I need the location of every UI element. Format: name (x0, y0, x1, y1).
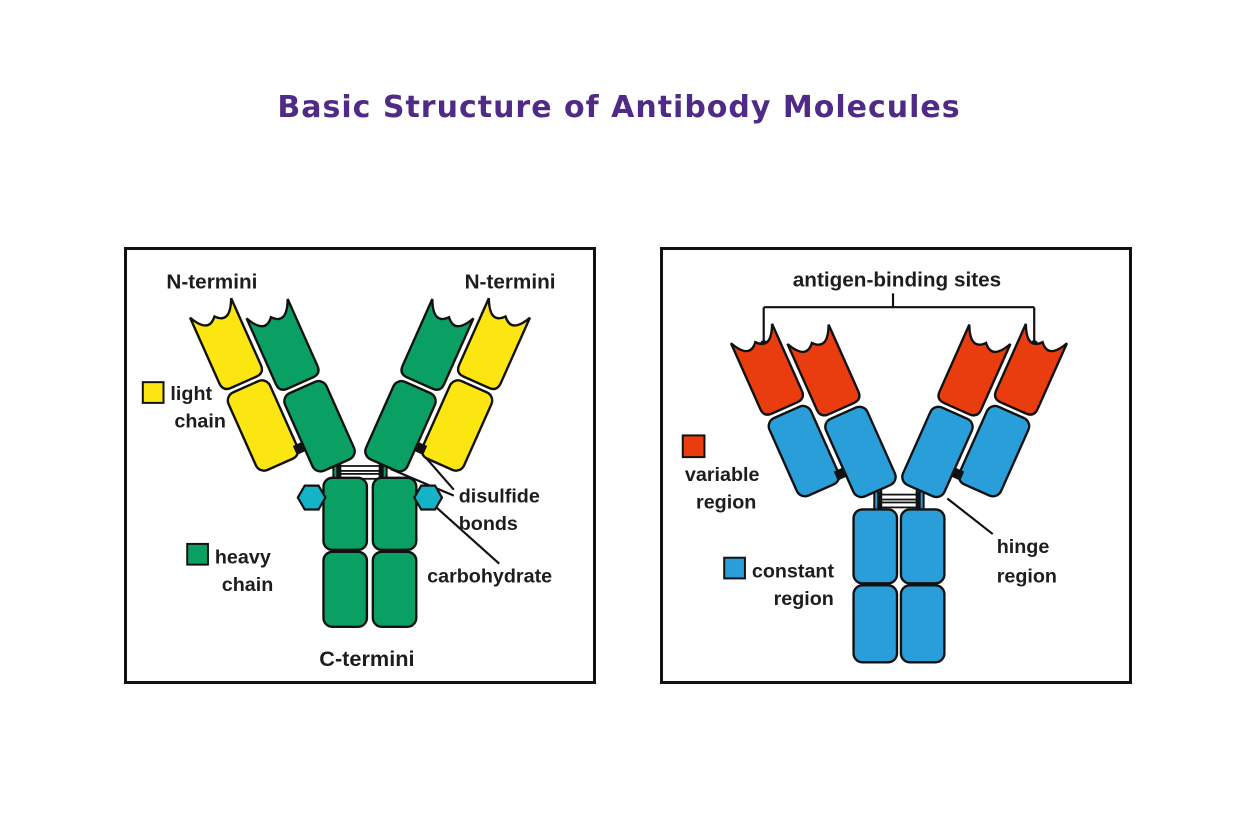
carbohydrate-hexagon-right (413, 484, 444, 511)
disulfide-bond-rail (880, 501, 918, 509)
carbohydrate-hexagon-left (296, 484, 327, 511)
constant-region-label-line1: constant (752, 560, 835, 582)
light-chain-label-line2: chain (174, 411, 226, 433)
disulfide-bond-rail (339, 465, 381, 472)
disulfide-cap (877, 491, 883, 510)
hinge-region-label-line1: hinge (997, 536, 1050, 558)
heavy-chain-label-line2: chain (222, 574, 274, 596)
chains-panel: N-termini N-termini light chain heavy ch… (124, 247, 596, 684)
carbohydrate-leader-line (432, 503, 500, 565)
constant-stem-domain (899, 584, 946, 664)
disulfide-bond-rail (880, 493, 918, 501)
chains-diagram: N-termini N-termini light chain heavy ch… (141, 270, 556, 671)
disulfide-bonds-label-line1: disulfide (459, 485, 540, 507)
hinge-region-label-line2: region (997, 565, 1057, 587)
constant-region-label-line2: region (774, 588, 834, 610)
n-termini-label-left: N-termini (166, 270, 257, 293)
disulfide-leader-line (390, 467, 455, 497)
variable-region-label-line1: variable (685, 464, 760, 486)
heavy-stem-domain (322, 550, 369, 628)
heavy-stem-domain (371, 476, 418, 552)
heavy-chain-swatch (186, 542, 209, 566)
light-heavy-disulfide-right (413, 441, 428, 455)
heavy-chain-label-line1: heavy (215, 547, 271, 569)
regions-panel: antigen-binding sites variable region co… (660, 247, 1132, 684)
heavy-stem-domain (371, 550, 418, 628)
disulfide-bonds-label-line2: bonds (459, 513, 518, 535)
disulfide-cap (336, 463, 342, 481)
light-chain-swatch (141, 381, 165, 404)
light-heavy-disulfide-left (292, 441, 307, 455)
light-heavy-disulfide-right (950, 467, 965, 481)
disulfide-cap (378, 463, 384, 481)
constant-region-swatch (723, 556, 746, 580)
regions-diagram: antigen-binding sites variable region co… (681, 269, 1069, 664)
variable-region-label-line2: region (696, 491, 756, 513)
c-termini-label: C-termini (319, 646, 414, 671)
variable-region-swatch (681, 434, 706, 459)
carbohydrate-label: carbohydrate (427, 565, 552, 587)
hinge-leader-line (946, 497, 994, 535)
light-chain-label-line1: light (170, 383, 212, 405)
page-title: Basic Structure of Antibody Molecules (277, 90, 961, 125)
n-termini-label-right: N-termini (465, 270, 556, 293)
constant-stem-domain (899, 508, 946, 585)
antigen-binding-bracket (762, 293, 1036, 342)
constant-stem-domain (852, 508, 899, 585)
antigen-binding-sites-label: antigen-binding sites (793, 269, 1001, 292)
light-heavy-disulfide-left (833, 467, 848, 481)
heavy-stem-domain (322, 476, 369, 552)
constant-stem-domain (852, 584, 899, 664)
disulfide-cap (915, 491, 921, 510)
